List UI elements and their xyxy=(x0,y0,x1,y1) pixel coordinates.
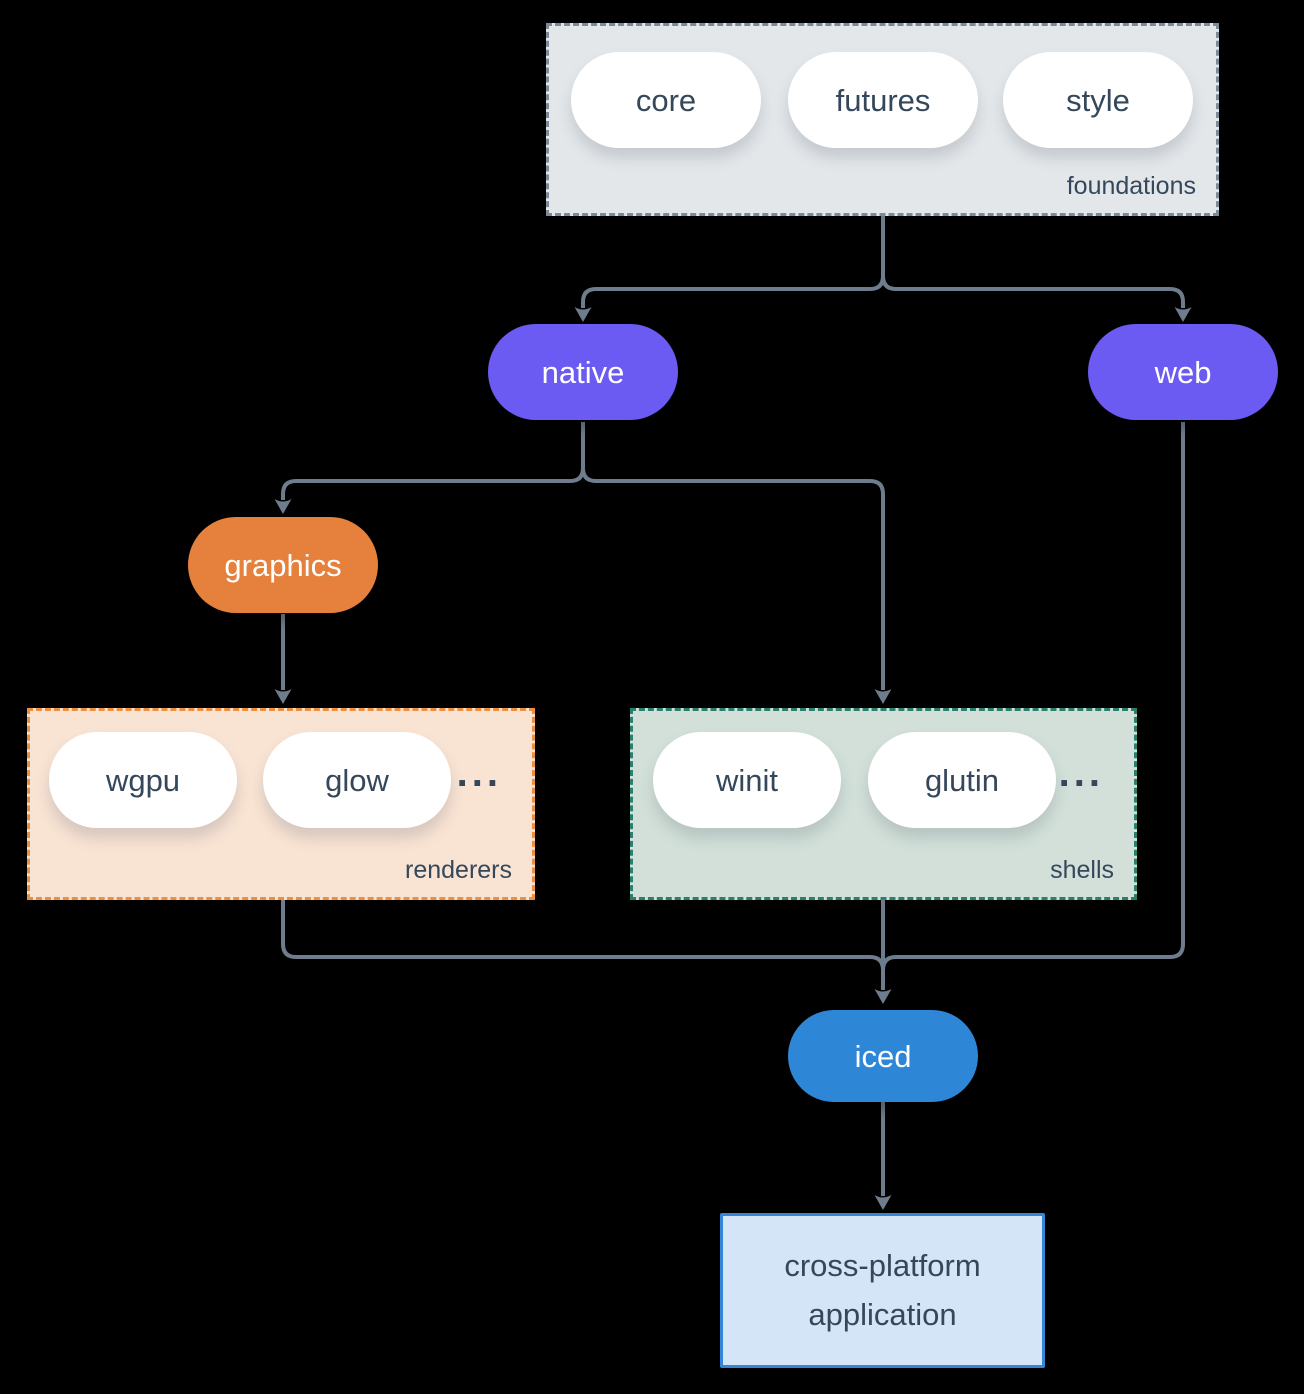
foundations-group-label: foundations xyxy=(1066,172,1196,200)
edge-web-iced xyxy=(881,422,1185,990)
arrow-into-web xyxy=(1174,307,1192,322)
renderers-group-label: renderers xyxy=(405,856,512,884)
pill-web: web xyxy=(1088,324,1278,420)
edge-native-graphics xyxy=(281,422,585,500)
shells-ellipsis: ... xyxy=(1058,751,1104,795)
edge-renderers-iced xyxy=(281,900,885,990)
pill-iced-label: iced xyxy=(854,1038,912,1074)
pill-wgpu: wgpu xyxy=(49,732,237,828)
edge-foundations-web xyxy=(881,216,1185,308)
pill-native: native xyxy=(488,324,678,420)
pill-glow-label: glow xyxy=(325,762,389,798)
arrow-into-graphics xyxy=(274,499,292,514)
edge-native-shells xyxy=(581,422,885,690)
arrow-into-application xyxy=(874,1195,892,1210)
pill-core-label: core xyxy=(635,82,697,118)
arrow-into-renderers xyxy=(274,689,292,704)
pill-graphics: graphics xyxy=(188,517,378,613)
pill-winit-label: winit xyxy=(715,762,778,798)
renderers-ellipsis: ... xyxy=(456,751,502,795)
pill-style: style xyxy=(1003,52,1193,148)
pill-winit: winit xyxy=(653,732,841,828)
pill-style-label: style xyxy=(1066,82,1130,118)
pill-wgpu-label: wgpu xyxy=(105,762,181,798)
pill-futures-label: futures xyxy=(835,82,931,118)
edge-foundations-native xyxy=(581,216,885,308)
pill-native-label: native xyxy=(541,354,625,390)
pill-glutin-label: glutin xyxy=(924,762,1000,798)
pill-iced: iced xyxy=(788,1010,978,1102)
pill-core: core xyxy=(571,52,761,148)
pill-futures: futures xyxy=(788,52,978,148)
arrow-into-native xyxy=(574,307,592,322)
pill-web-label: web xyxy=(1154,354,1212,390)
arrow-into-shells xyxy=(874,689,892,704)
pill-graphics-label: graphics xyxy=(224,547,342,583)
arrow-into-iced xyxy=(874,989,892,1004)
application-label: cross-platform application xyxy=(784,1248,981,1332)
pill-glutin: glutin xyxy=(868,732,1056,828)
shells-group-label: shells xyxy=(1050,856,1114,884)
application-box: cross-platform application xyxy=(720,1213,1045,1368)
pill-glow: glow xyxy=(263,732,451,828)
